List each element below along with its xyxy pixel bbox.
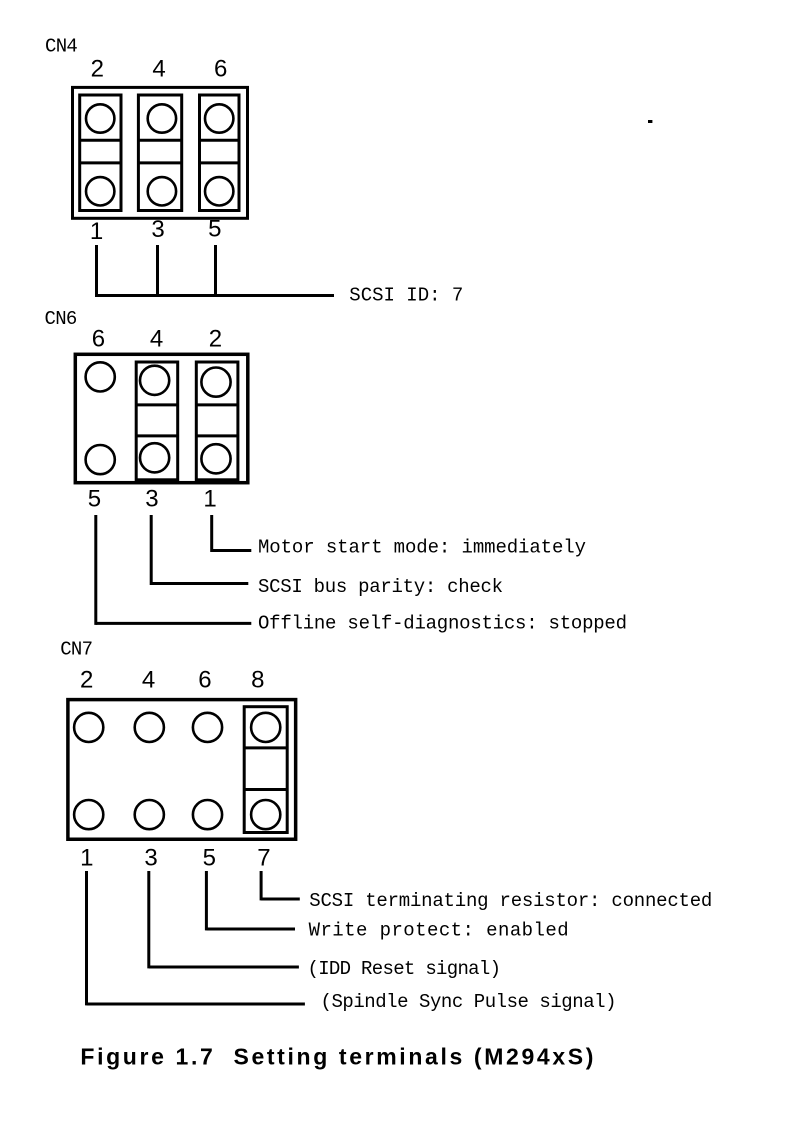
svg-text:Write protect: enabled: Write protect: enabled bbox=[309, 920, 569, 942]
svg-text:6: 6 bbox=[214, 56, 227, 83]
svg-text:7: 7 bbox=[257, 845, 270, 872]
svg-text:8: 8 bbox=[251, 667, 264, 694]
svg-text:CN4: CN4 bbox=[45, 35, 77, 57]
svg-text:2: 2 bbox=[209, 325, 222, 352]
svg-text:4: 4 bbox=[152, 56, 165, 83]
svg-text:2: 2 bbox=[91, 56, 104, 83]
svg-text:5: 5 bbox=[203, 845, 216, 872]
svg-text:SCSI terminating resistor: con: SCSI terminating resistor: connected bbox=[309, 890, 712, 912]
svg-text:5: 5 bbox=[208, 216, 221, 243]
svg-text:Motor start mode: immediately: Motor start mode: immediately bbox=[258, 537, 586, 559]
svg-text:3: 3 bbox=[145, 485, 158, 512]
svg-text:(Spindle Sync Pulse signal): (Spindle Sync Pulse signal) bbox=[321, 991, 617, 1013]
svg-text:SCSI bus parity: check: SCSI bus parity: check bbox=[258, 576, 503, 598]
svg-text:1: 1 bbox=[203, 485, 216, 512]
svg-text:3: 3 bbox=[151, 216, 164, 243]
svg-text:3: 3 bbox=[144, 845, 157, 872]
svg-text:4: 4 bbox=[142, 667, 155, 694]
svg-text:6: 6 bbox=[92, 325, 105, 352]
svg-text:1: 1 bbox=[90, 218, 103, 245]
svg-text:4: 4 bbox=[150, 325, 163, 352]
svg-text:2: 2 bbox=[80, 667, 93, 694]
svg-text:5: 5 bbox=[88, 485, 101, 512]
svg-text:(IDD Reset signal): (IDD Reset signal) bbox=[308, 958, 502, 980]
svg-text:1: 1 bbox=[80, 845, 93, 872]
svg-text:6: 6 bbox=[198, 667, 211, 694]
svg-text:CN6: CN6 bbox=[45, 308, 77, 330]
svg-text:SCSI ID: 7: SCSI ID: 7 bbox=[349, 285, 463, 307]
svg-text:Offline self-diagnostics: stop: Offline self-diagnostics: stopped bbox=[258, 613, 627, 635]
svg-text:CN7: CN7 bbox=[60, 639, 92, 661]
